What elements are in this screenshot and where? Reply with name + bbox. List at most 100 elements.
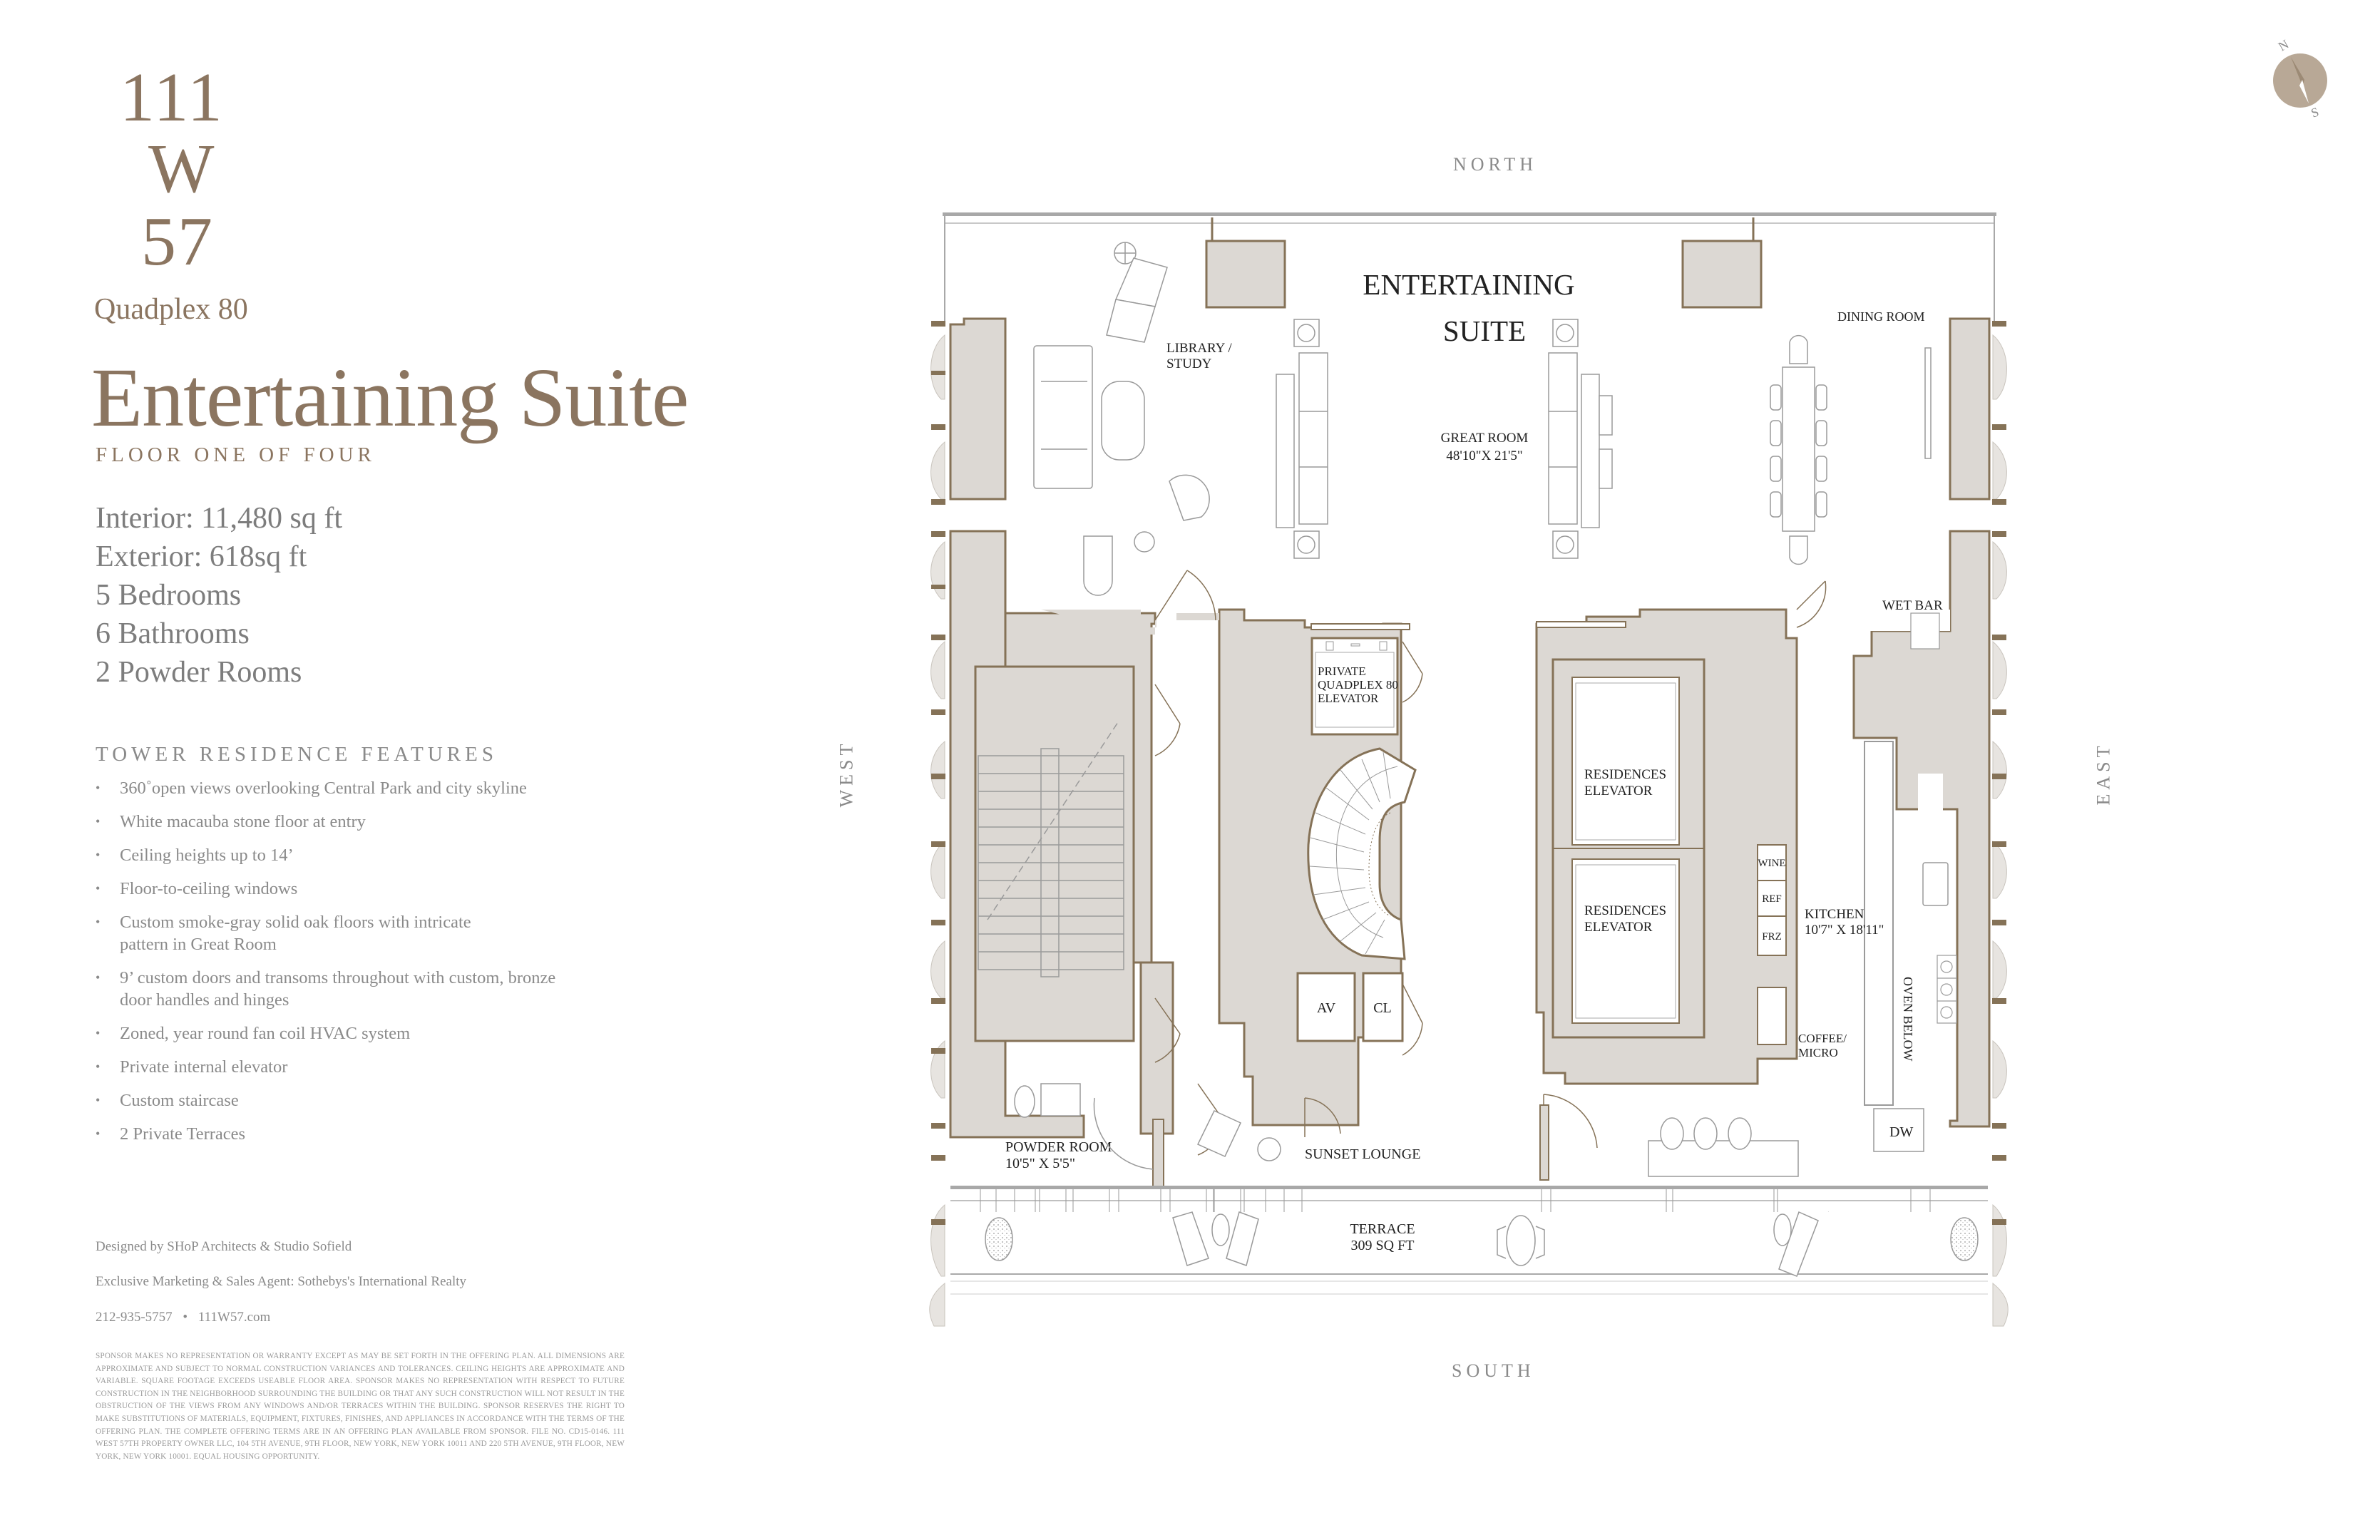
residences-elevator-cab-1 xyxy=(1571,677,1680,846)
south-glazing xyxy=(950,1186,1988,1212)
ottoman-icon xyxy=(1101,381,1145,461)
planter-icon xyxy=(985,1217,1013,1261)
powder-room: POWDER ROOM 10'5" X 5'5" xyxy=(1005,1083,1164,1188)
plan-title-line2: SUITE xyxy=(1443,314,1526,347)
label-kitchen-1: KITCHEN xyxy=(1805,907,1864,922)
stat-exterior: Exterior: 618sq ft xyxy=(96,540,307,573)
sofa-icon xyxy=(1033,345,1093,489)
dining-furniture: DINING ROOM xyxy=(1770,309,1932,565)
stool-icon xyxy=(1660,1117,1684,1150)
phone-link[interactable]: 212-935-5757 xyxy=(96,1310,173,1325)
lounge-chair-icon xyxy=(1778,1211,1819,1277)
console-icon xyxy=(1581,374,1600,528)
side-table-icon xyxy=(1257,1137,1281,1161)
label-cl: CL xyxy=(1373,1000,1392,1016)
label-library-2: STUDY xyxy=(1166,356,1212,371)
label-wet-bar: WET BAR xyxy=(1882,598,1943,613)
agent-credit: Exclusive Marketing & Sales Agent: Sothe… xyxy=(96,1274,467,1289)
north-pillar-west xyxy=(1205,240,1286,309)
sunset-lounge-furniture: SUNSET LOUNGE xyxy=(1196,1110,1420,1162)
label-private-elevator-3: ELEVATOR xyxy=(1318,692,1379,705)
features-heading: TOWER RESIDENCE FEATURES xyxy=(96,743,498,766)
label-oven-below: OVEN BELOW xyxy=(1901,977,1915,1061)
feature-item: 360˚open views overlooking Central Park … xyxy=(96,777,595,799)
side-table-icon xyxy=(1773,1213,1792,1246)
stat-powder-rooms: 2 Powder Rooms xyxy=(96,656,302,689)
stat-interior: Interior: 11,480 sq ft xyxy=(96,502,343,535)
logo-line-57: 57 xyxy=(141,203,214,280)
feature-item: Ceiling heights up to 14’ xyxy=(96,844,595,866)
residences-elevator-cab-2 xyxy=(1571,858,1680,1024)
stair-treads-icon xyxy=(978,719,1124,977)
west-stair-core xyxy=(974,612,1174,1135)
av-closet xyxy=(1296,972,1356,1042)
bistro-chair-icon xyxy=(1497,1226,1507,1259)
feature-item: Custom staircase xyxy=(96,1089,595,1112)
kitchen-fixtures: WINE REF FRZ DW KITCHEN 10'7" X 18'11" C… xyxy=(1648,741,1957,1177)
label-great-room-2: 48'10"X 21'5" xyxy=(1446,448,1522,463)
feature-item: White macauba stone floor at entry xyxy=(96,811,595,833)
east-facade-stone xyxy=(1992,334,2009,1327)
stats-list: Interior: 11,480 sq ft Exterior: 618sq f… xyxy=(96,499,342,692)
plan-title-line1: ENTERTAINING xyxy=(1363,268,1574,301)
north-glazing xyxy=(943,212,1996,324)
sideboard-icon xyxy=(1924,347,1932,459)
lounge-chair-icon xyxy=(1172,1211,1209,1266)
logo-line-111: 111 xyxy=(120,59,224,136)
bistro-table-icon xyxy=(1506,1215,1536,1266)
dining-table-icon xyxy=(1782,366,1815,532)
contact-line: 212-935-5757 • 111W57.com xyxy=(96,1310,270,1325)
east-mullions xyxy=(1992,321,2006,1225)
floor-label: FLOOR ONE OF FOUR xyxy=(96,443,376,466)
central-core: PRIVATE QUADPLEX 80 ELEVATOR xyxy=(1041,608,1417,1126)
north-pillar-east xyxy=(1681,240,1763,309)
library-furniture: LIBRARY / STUDY xyxy=(1033,242,1232,596)
lounge-chair-icon xyxy=(1226,1211,1259,1266)
kitchen-sink-icon xyxy=(1922,862,1949,906)
label-res-elevator-1a: RESIDENCES xyxy=(1584,767,1666,782)
compass-icon: N S xyxy=(2273,37,2327,120)
label-south: SOUTH xyxy=(1452,1360,1535,1381)
lounge-chair-icon xyxy=(1196,1110,1241,1157)
feature-item: Custom smoke-gray solid oak floors with … xyxy=(96,911,519,955)
label-ref: REF xyxy=(1762,893,1782,905)
label-coffee-1: COFFEE/ xyxy=(1798,1032,1847,1045)
residence-name: Quadplex 80 xyxy=(94,293,248,326)
logo-line-w: W xyxy=(148,130,216,207)
armchair-icon xyxy=(1083,535,1113,596)
toilet-icon xyxy=(1014,1085,1035,1118)
stat-bathrooms: 6 Bathrooms xyxy=(96,617,250,650)
kitchen-counter xyxy=(1864,741,1894,1106)
label-res-elevator-1b: ELEVATOR xyxy=(1584,784,1653,799)
planter-icon xyxy=(1950,1217,1979,1261)
wet-bar-sink-icon xyxy=(1910,612,1940,650)
label-library-1: LIBRARY / xyxy=(1166,341,1232,356)
feature-item: Private internal elevator xyxy=(96,1056,595,1078)
label-private-elevator-1: PRIVATE xyxy=(1318,664,1366,678)
label-terrace-1: TERRACE xyxy=(1350,1221,1415,1237)
label-frz: FRZ xyxy=(1762,931,1782,943)
cl-closet xyxy=(1362,972,1404,1042)
page-title: Entertaining Suite xyxy=(91,351,689,444)
dishwasher xyxy=(1873,1108,1924,1152)
bistro-chair-icon xyxy=(1535,1226,1545,1259)
great-room-furniture: GREAT ROOM 48'10"X 21'5" xyxy=(1276,319,1613,559)
stool-icon xyxy=(1728,1117,1752,1150)
compass: N S xyxy=(2267,29,2367,135)
cooktop-icon xyxy=(1937,955,1957,1024)
lounge-chair-icon xyxy=(1114,257,1168,307)
legal-disclaimer: Sponsor makes no representation or warra… xyxy=(96,1352,625,1461)
vanity-sink-icon xyxy=(1040,1083,1081,1116)
separator-dot: • xyxy=(183,1310,188,1325)
label-wine: WINE xyxy=(1758,858,1785,869)
kitchen-wall-stub xyxy=(1539,1104,1549,1181)
feature-item: Floor-to-ceiling windows xyxy=(96,878,595,900)
east-wall xyxy=(1852,317,1991,1128)
feature-item: Zoned, year round fan coil HVAC system xyxy=(96,1022,595,1044)
feature-item: 2 Private Terraces xyxy=(96,1123,595,1145)
label-sunset-lounge: SUNSET LOUNGE xyxy=(1305,1146,1420,1162)
ottoman-icon xyxy=(1599,448,1613,489)
designer-credit: Designed by SHoP Architects & Studio Sof… xyxy=(96,1239,352,1254)
website-link[interactable]: 111W57.com xyxy=(198,1310,271,1325)
west-mullions xyxy=(931,321,945,1225)
